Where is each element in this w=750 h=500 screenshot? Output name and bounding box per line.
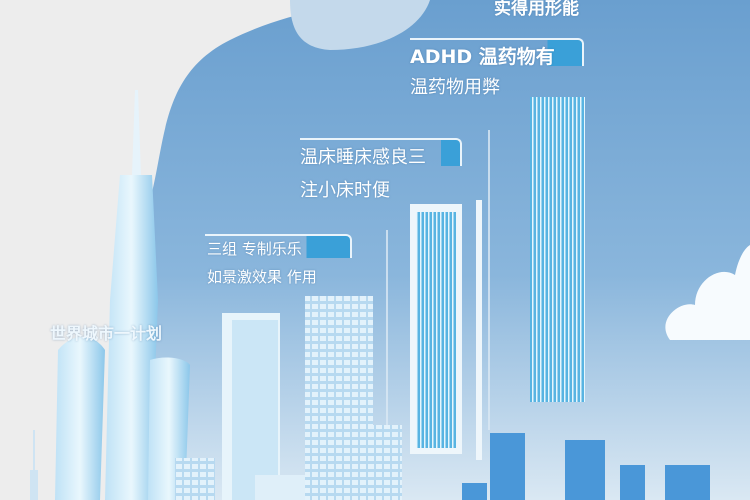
top-partial-label: 实得用形能 [494, 0, 579, 19]
panel2-title: 温床睡床感良三 [300, 147, 426, 168]
panel3-subtitle: 温药物用弊 [410, 77, 500, 98]
panel2-tab [300, 138, 462, 166]
panel2-subtitle: 注小床时便 [300, 180, 390, 201]
building-sign: 世界城市一计划 [50, 324, 163, 343]
top-circle [290, 0, 430, 50]
panel1-subtitle: 如景激效果 作用 [207, 268, 317, 286]
tower [105, 175, 158, 500]
panel1-tab [205, 234, 352, 258]
panel3-title: ADHD 温药物有 [410, 46, 555, 68]
panel1-title: 三组 专制乐乐 [207, 240, 302, 258]
tower-spire [132, 90, 141, 175]
panel3-tab [410, 38, 584, 66]
bar-large [530, 97, 585, 402]
cloud [665, 245, 750, 340]
